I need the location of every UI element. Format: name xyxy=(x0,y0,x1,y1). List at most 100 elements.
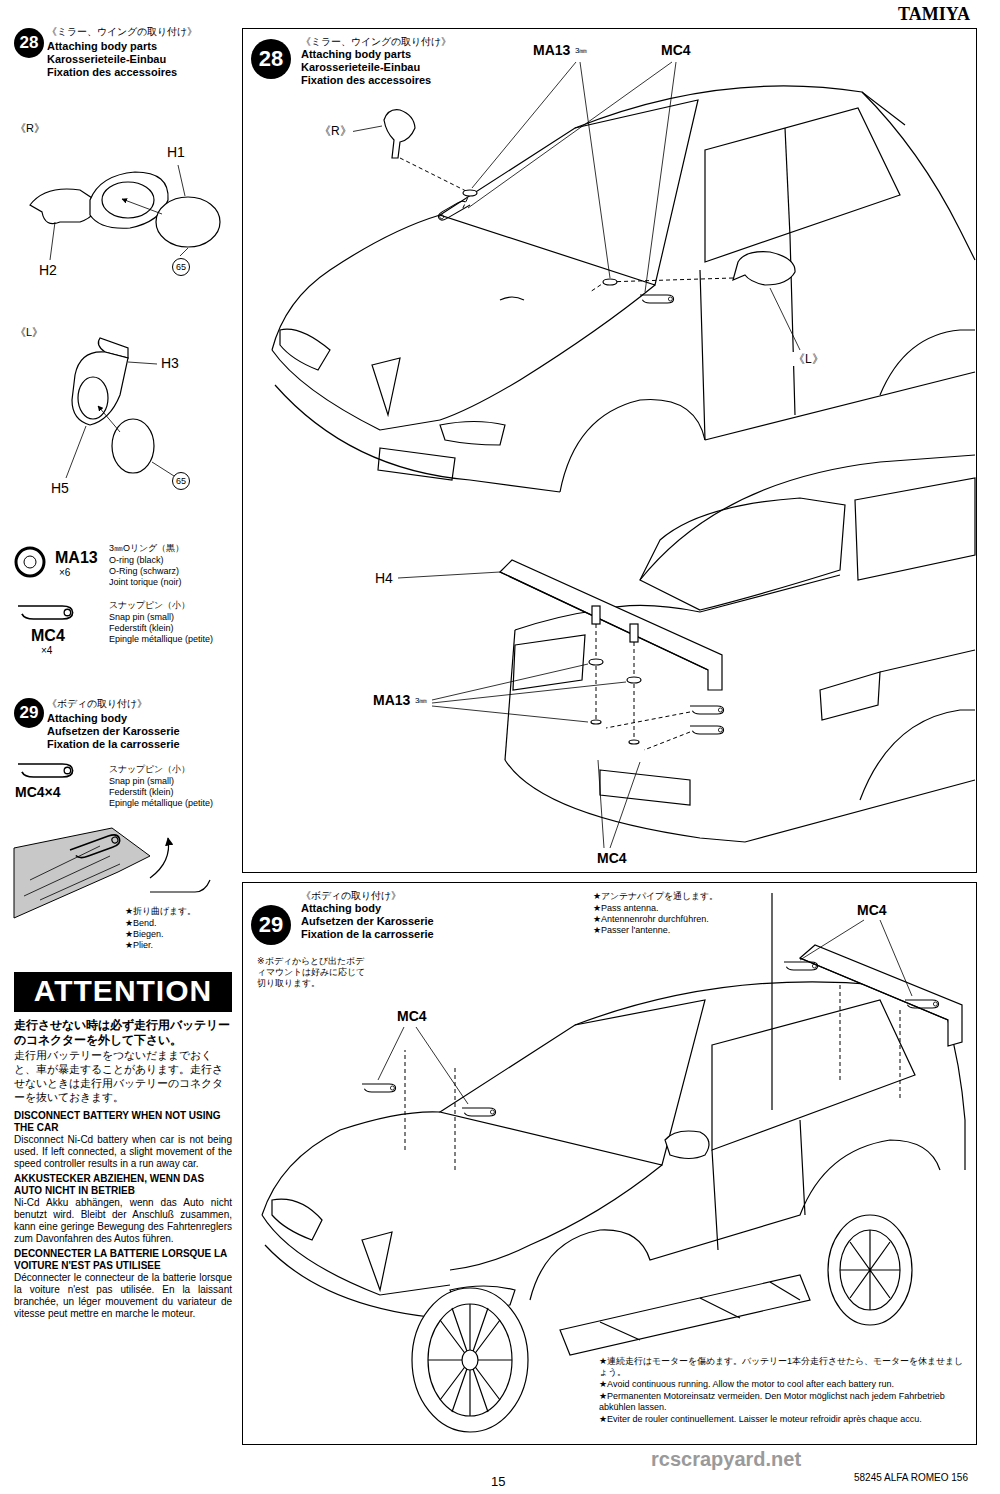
wheel xyxy=(828,1215,912,1325)
note-text: Aufsetzen der Karosserie xyxy=(46,725,181,738)
step-heading: Fixation des accessoires xyxy=(301,74,431,87)
wheel-rim xyxy=(428,1304,512,1416)
leader-line xyxy=(350,126,382,132)
taillight xyxy=(513,635,585,690)
front-bumper xyxy=(275,385,560,492)
step-number: 29 xyxy=(251,905,291,945)
step-number: 29 xyxy=(259,912,283,938)
rear-bumper xyxy=(505,760,975,842)
step-number: 28 xyxy=(251,39,291,79)
part-name: MC4×4 xyxy=(14,784,62,801)
part-name: MC4 xyxy=(30,626,66,645)
part-name: MA13 xyxy=(532,42,571,59)
step-number: 28 xyxy=(259,46,283,72)
part-name: H2 xyxy=(38,262,58,279)
note-text: Snap pin (small) xyxy=(108,612,175,623)
part-name: MC4 xyxy=(660,42,692,59)
leader-line xyxy=(398,572,500,578)
o-ring xyxy=(24,556,36,568)
body-hole xyxy=(500,297,524,300)
callout-number: 65 xyxy=(172,258,190,276)
quantity: ×6 xyxy=(58,567,71,579)
step-number: 28 xyxy=(14,28,44,58)
note-text: 《L》 xyxy=(792,352,825,366)
note-text: ★Eviter de rouler continuellement. Laiss… xyxy=(598,1414,970,1425)
note-text: 《ミラー、ウイングの取り付け》 xyxy=(46,26,198,38)
note-text: Federstift (klein) xyxy=(108,787,175,798)
mirror-housing xyxy=(72,352,128,425)
headlight xyxy=(272,1199,322,1240)
note-text: ★Avoid continuous running. Allow the mot… xyxy=(598,1379,970,1390)
door-line xyxy=(712,1120,805,1250)
snap-pin xyxy=(462,1108,496,1116)
chassis-detail xyxy=(600,1282,800,1340)
note-text: 3㎜Oリング（黒） xyxy=(108,543,185,554)
rear-wing xyxy=(800,945,962,1046)
part-name: H5 xyxy=(50,480,70,497)
body-line xyxy=(880,650,975,672)
step-heading: Attaching body parts xyxy=(301,48,411,61)
o-ring xyxy=(463,190,477,196)
snap-pin xyxy=(70,833,121,862)
leader-line xyxy=(378,1027,468,1104)
note-text: 《R》 xyxy=(14,122,46,135)
leader-line xyxy=(66,426,86,478)
side-window xyxy=(712,1000,915,1150)
note-text: スナップピン（小） xyxy=(108,600,191,611)
warning-text: 走行用バッテリーをつないだままでおくと、車が暴走することがあります。走行させない… xyxy=(14,1048,232,1104)
bend-arrow xyxy=(150,838,169,878)
rear-pillar xyxy=(862,92,975,260)
note-text: ★Pass antenna. xyxy=(592,903,660,914)
note-text: Federstift (klein) xyxy=(108,623,175,634)
wheel-arch xyxy=(880,330,975,395)
attention-box: ATTENTION走行させない時は必ず走行用バッテリーのコネクターを外して下さい… xyxy=(14,972,232,1323)
leader-line xyxy=(770,288,800,350)
wheel-arch xyxy=(860,710,975,800)
mirror-glass xyxy=(156,197,220,247)
note-text: ★Biegen. xyxy=(124,929,165,940)
windshield xyxy=(440,100,698,285)
step-heading: 《ミラー、ウイングの取り付け》 xyxy=(301,35,451,48)
snap-pin xyxy=(362,1084,396,1092)
snap-pin xyxy=(640,295,674,303)
snap-pin xyxy=(18,606,73,619)
step-heading: Attaching body xyxy=(301,902,381,915)
quantity: ×4 xyxy=(40,645,53,657)
step-heading: Fixation de la carrosserie xyxy=(301,928,434,941)
leader-line xyxy=(472,62,610,278)
part-name: H1 xyxy=(166,144,186,161)
note-text: Epingle métallique (petite) xyxy=(108,798,214,809)
roof-line xyxy=(640,455,975,580)
page-number: 15 xyxy=(490,1474,506,1490)
part-name: H3 xyxy=(160,355,180,372)
fender-line xyxy=(450,1165,662,1270)
assembly-line xyxy=(590,278,733,292)
note-text: 《ボディの取り付け》 xyxy=(46,698,148,710)
step-heading: Aufsetzen der Karosserie xyxy=(301,915,434,928)
antenna-pipe xyxy=(771,893,772,1110)
car-body-front xyxy=(272,86,975,492)
note-text: ★Permanenten Motoreinsatz vermeiden. Den… xyxy=(598,1391,970,1413)
snap-pin xyxy=(905,1000,939,1008)
warning-text: 走行させない時は必ず走行用バッテリーのコネクターを外して下さい。 xyxy=(14,1018,232,1048)
o-ring xyxy=(627,677,641,683)
mirror-glass xyxy=(112,419,154,473)
leader-line xyxy=(432,664,626,722)
note-text: Karosserieteile-Einbau xyxy=(46,53,167,66)
leader-line xyxy=(50,222,55,260)
side-window xyxy=(705,108,900,262)
note-text: ★折り曲げます。 xyxy=(124,906,197,917)
assembly-line xyxy=(606,712,690,750)
mirror-r xyxy=(384,110,415,158)
wheel-spokes xyxy=(428,1304,512,1416)
assembly-arrow xyxy=(122,199,162,214)
body-hole xyxy=(629,740,639,744)
rear-wing xyxy=(800,958,948,1020)
note-text: Fixation de la carrosserie xyxy=(46,738,181,751)
warning-text: DECONNECTER LA BATTERIE LORSQUE LA VOITU… xyxy=(14,1248,232,1272)
note-text: ★Plier. xyxy=(124,940,154,951)
note-text: ★Bend. xyxy=(124,918,158,929)
callout-number: 65 xyxy=(176,262,186,272)
note-text: 3㎜ xyxy=(574,46,588,56)
step-heading: 《ボディの取り付け》 xyxy=(301,889,401,902)
